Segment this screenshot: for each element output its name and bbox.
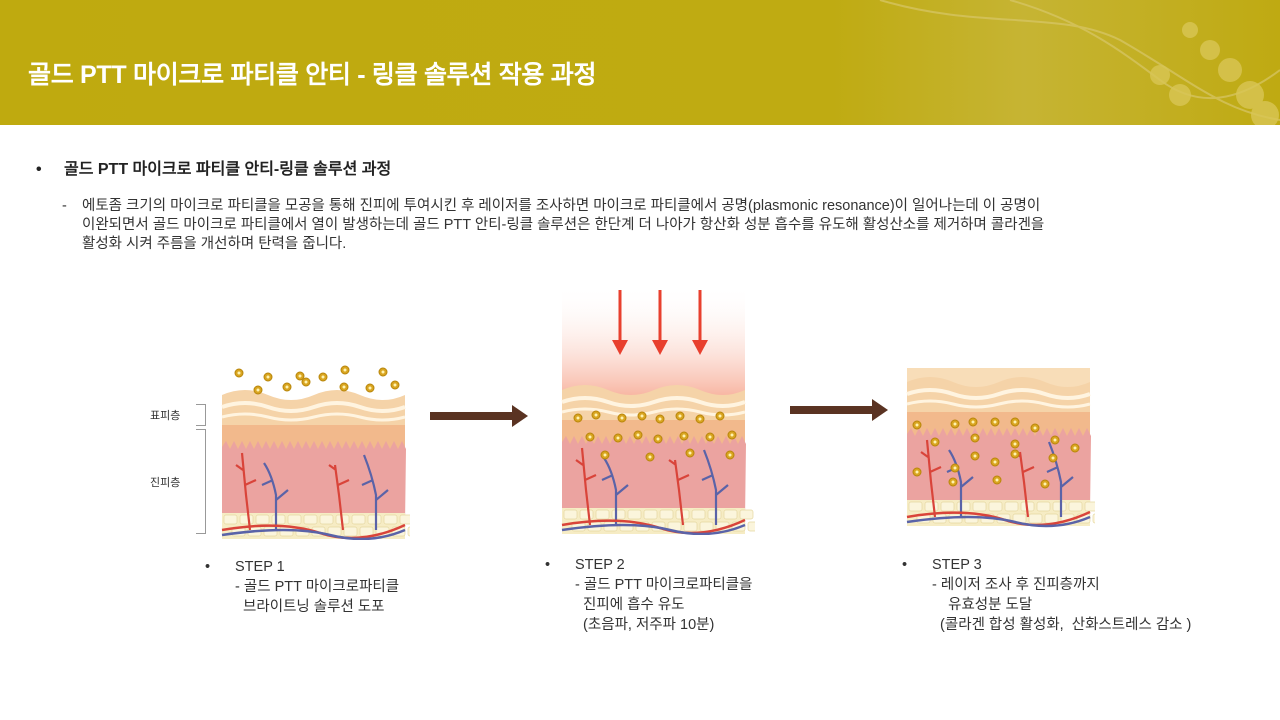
step-title: STEP 2	[575, 557, 625, 573]
description: - 에토좀 크기의 마이크로 파티클을 모공을 통해 진피에 투여시킨 후 레이…	[62, 197, 1242, 254]
step-2-caption: • STEP 2 - 골드 PTT 마이크로파티클을 진피에 흡수 유도 (초음…	[545, 555, 752, 635]
bullet: •	[36, 161, 42, 178]
artery	[668, 459, 690, 526]
step-line: - 레이저 조사 후 진피층까지	[932, 577, 1100, 593]
step-line: 유효성분 도달	[932, 597, 1033, 613]
vein	[361, 454, 389, 530]
dermis-layer	[907, 428, 1091, 512]
right-arrow-1	[430, 405, 528, 427]
dermis-layer	[222, 441, 406, 525]
step-line: 진피에 흡수 유도	[575, 597, 685, 613]
bullet: •	[545, 557, 551, 573]
epidermis-bracket	[196, 404, 206, 426]
skin-step2-illustration	[561, 285, 755, 535]
artery	[575, 447, 597, 526]
skin-step1-illustration	[221, 365, 410, 540]
section-heading: • 골드 PTT 마이크로 파티클 안티-링클 솔루션 과정	[36, 155, 391, 179]
description-line: 활성화 시켜 주름을 개선하며 탄력을 줍니다.	[82, 236, 347, 252]
skin-step3-illustration	[906, 368, 1095, 528]
epidermis-label: 표피층	[150, 410, 181, 422]
step-title: STEP 1	[235, 559, 285, 575]
bullet: •	[205, 559, 211, 575]
header-banner: 골드 PTT 마이크로 파티클 안티 - 링클 솔루션 작용 과정	[0, 0, 1280, 125]
dermis-label: 진피층	[150, 477, 181, 489]
step-3-caption: • STEP 3 - 레이저 조사 후 진피층까지 유효성분 도달 (콜라겐 합…	[902, 555, 1191, 635]
step-line: - 골드 PTT 마이크로파티클을	[575, 577, 753, 593]
section-title: 골드 PTT 마이크로 파티클 안티-링클 솔루션 과정	[64, 161, 392, 178]
laser-arrow-icon	[612, 290, 628, 355]
dash: -	[62, 198, 67, 214]
step-line: - 골드 PTT 마이크로파티클	[235, 579, 400, 595]
laser-arrow-icon	[652, 290, 668, 355]
bullet: •	[902, 557, 908, 573]
description-line: 이완되면서 골드 마이크로 파티클에서 열이 발생하는데 골드 PTT 안티-링…	[82, 217, 1045, 233]
description-line: 에토좀 크기의 마이크로 파티클을 모공을 통해 진피에 투여시킨 후 레이저를…	[82, 198, 1041, 214]
laser-arrow-icon	[692, 290, 708, 355]
artery	[235, 452, 257, 531]
artery	[328, 464, 350, 531]
artery	[920, 439, 942, 518]
vein	[1046, 441, 1074, 517]
dna-helix-decoration	[879, 0, 1280, 125]
right-arrow-2	[790, 399, 888, 421]
step-line: 브라이트닝 솔루션 도포	[235, 599, 385, 615]
page-title: 골드 PTT 마이크로 파티클 안티 - 링클 솔루션 작용 과정	[28, 61, 597, 89]
vein	[261, 462, 289, 530]
vein	[701, 449, 729, 525]
dermis-bracket	[196, 429, 206, 534]
step-title: STEP 3	[932, 557, 982, 573]
step-line: (콜라겐 합성 활성화, 산화스트레스 감소 )	[932, 617, 1192, 633]
step-1-caption: • STEP 1 - 골드 PTT 마이크로파티클 브라이트닝 솔루션 도포	[205, 557, 399, 617]
step-line: (초음파, 저주파 10분)	[575, 617, 715, 633]
vein	[601, 457, 629, 525]
